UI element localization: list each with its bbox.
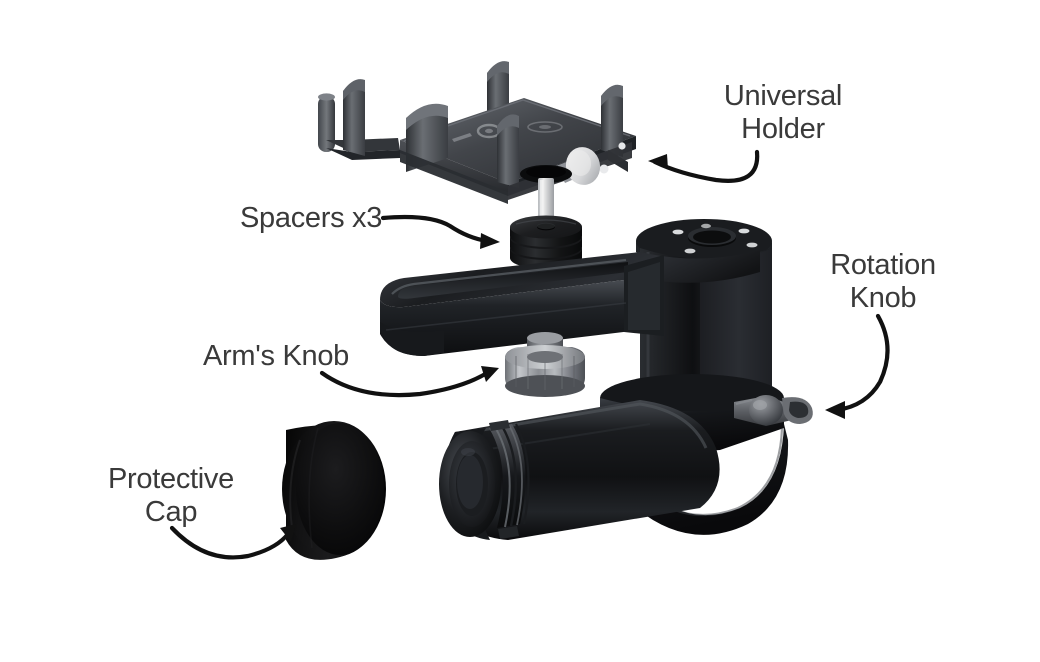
base-barrel (439, 400, 720, 540)
part-spacers (510, 215, 582, 269)
arrow-spacers (380, 214, 500, 249)
part-protective-cap (282, 421, 386, 560)
arrow-rotation-knob (825, 313, 890, 419)
barrel-threads (489, 420, 530, 539)
callout-arrows (169, 149, 890, 560)
arrow-universal-holder (648, 149, 760, 183)
holder-grip-left (343, 79, 365, 156)
holder-grip-front-center (497, 114, 519, 188)
label-universal-holder: Universal Holder (723, 80, 843, 146)
part-arm (380, 219, 772, 412)
part-universal-holder (318, 61, 636, 226)
arm-front-face (380, 278, 640, 356)
holder-grip-front-left (406, 103, 448, 172)
arrow-arms-knob (319, 366, 499, 398)
part-base-body (439, 374, 813, 540)
label-arms-knob: Arm's Knob (203, 340, 349, 372)
part-rotation-knob (734, 395, 813, 426)
arrow-protective-cap (169, 524, 296, 560)
holder-brand-logo (452, 121, 563, 142)
label-spacers: Spacers x3 (240, 202, 383, 234)
label-protective-cap: Protective Cap (108, 463, 234, 529)
holder-grip-rear-left (318, 93, 335, 152)
label-rotation-knob: Rotation Knob (830, 249, 936, 315)
part-arms-knob (505, 332, 585, 397)
